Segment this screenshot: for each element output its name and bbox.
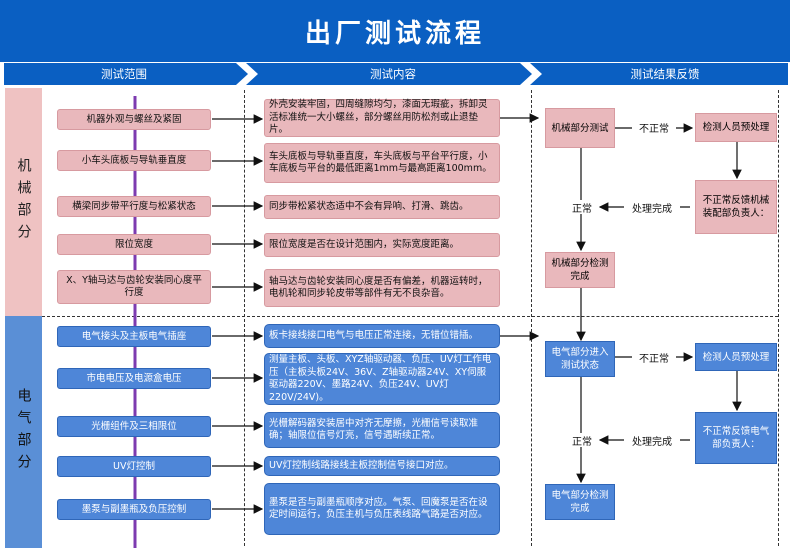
fb-mech-test: 机械部分测试 [545, 108, 615, 148]
fb-mech-inspector: 检测人员预处理 [695, 113, 777, 142]
fb-elec-normal-label: 正常 [568, 433, 596, 448]
divider-sections [42, 316, 530, 317]
content-elec-1: 板卡接线接口电气与电压正常连接，无错位错插。 [264, 324, 500, 348]
divider-content-feedback [531, 90, 532, 546]
scope-elec-3: 光栅组件及三相限位 [57, 416, 211, 437]
section-mechanical-label: 机械部分 [15, 158, 32, 246]
section-mechanical: 机械部分 [5, 88, 42, 316]
fb-elec-complete: 电气部分检测完成 [545, 484, 615, 520]
scope-elec-2: 市电电压及电源盒电压 [57, 368, 211, 389]
content-mech-5: 轴马达与齿轮安装同心度是否有偏差，机器运转时，电机轮和同步轮皮带等部件有无不良杂… [264, 269, 500, 307]
content-elec-2: 测量主板、头板、XYZ轴驱动器、负压、UV灯工作电压（主板头板24V、36V、Z… [264, 353, 500, 405]
header-scope: 测试范围 [101, 67, 147, 81]
section-electrical-label: 电气部分 [15, 388, 32, 476]
divider-scope-content [244, 90, 245, 546]
divider-right [778, 90, 779, 546]
fb-elec-escalate: 不正常反馈电气部负责人： [695, 412, 777, 464]
content-mech-4: 限位宽度是否在设计范围内，实际宽度距离。 [264, 233, 500, 257]
scope-mech-4: 限位宽度 [57, 234, 211, 255]
scope-mech-3: 横梁同步带平行度与松紧状态 [57, 196, 211, 217]
content-elec-3: 光栅解码器安装居中对齐无摩擦，光栅信号读取准确；轴限位信号灯亮，信号遇断续正常。 [264, 412, 500, 448]
page-title: 出厂测试流程 [0, 0, 790, 62]
header-chevrons [4, 63, 788, 85]
fb-elec-inspector: 检测人员预处理 [695, 343, 777, 371]
content-mech-2: 车头底板与导轨垂直度，车头底板与平台平行度，小车底板与平台的最低距离1mm与最高… [264, 143, 500, 183]
content-elec-4: UV灯控制线路接线主板控制信号接口对应。 [264, 456, 500, 476]
fb-elec-test: 电气部分进入测试状态 [545, 341, 615, 377]
fb-mech-normal-label: 正常 [568, 200, 596, 215]
section-electrical: 电气部分 [5, 316, 42, 548]
scope-elec-5: 墨泵与副墨瓶及负压控制 [57, 499, 211, 520]
fb-mech-complete: 机械部分检测完成 [545, 252, 615, 288]
scope-elec-1: 电气接头及主板电气插座 [57, 326, 211, 347]
content-mech-3: 同步带松紧状态适中不会有异响、打滑、跳齿。 [264, 195, 500, 219]
header-content: 测试内容 [370, 67, 416, 81]
content-elec-5: 墨泵是否与副墨瓶顺序对应。气泵、回魔泵是否在设定时间运行，负压主机与负压表线路气… [264, 483, 500, 535]
header-feedback: 测试结果反馈 [630, 67, 700, 81]
fb-elec-abnormal-label: 不正常 [632, 350, 676, 365]
scope-mech-1: 机器外观与螺丝及紧固 [57, 109, 211, 130]
scope-elec-4: UV灯控制 [57, 456, 211, 477]
content-mech-1: 外壳安装牢固，四周缝隙均匀，漆面无瑕疵，拆卸灵活标准统一大小螺丝，部分螺丝用防松… [264, 99, 500, 137]
scope-mech-5: X、Y轴马达与齿轮安装同心度平行度 [57, 270, 211, 304]
fb-elec-done-label: 处理完成 [624, 433, 680, 448]
fb-mech-abnormal-label: 不正常 [632, 120, 676, 135]
scope-mech-2: 小车头底板与导轨垂直度 [57, 150, 211, 171]
divider-sections-right [532, 316, 778, 317]
fb-mech-escalate: 不正常反馈机械装配部负责人： [695, 180, 777, 234]
fb-mech-done-label: 处理完成 [624, 200, 680, 215]
